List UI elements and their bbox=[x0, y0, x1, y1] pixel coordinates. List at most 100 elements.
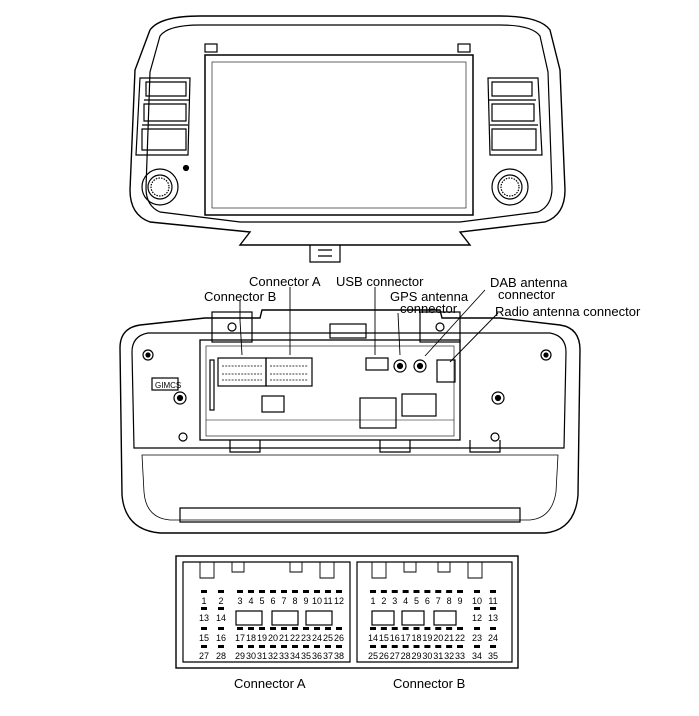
pin-marker bbox=[270, 627, 276, 630]
dab-antenna-port bbox=[413, 359, 427, 373]
pin-marker bbox=[292, 590, 298, 593]
dab-antenna-callout-line1: DAB antenna bbox=[490, 275, 568, 290]
pin-marker bbox=[201, 627, 207, 630]
pin-marker bbox=[490, 590, 496, 593]
pin-marker bbox=[490, 607, 496, 610]
pin-number: 22 bbox=[455, 633, 465, 643]
pin-marker bbox=[270, 590, 276, 593]
pin-number: 33 bbox=[455, 651, 465, 661]
pin-number: 27 bbox=[199, 651, 209, 661]
pin-marker bbox=[490, 645, 496, 648]
pin-marker bbox=[314, 645, 320, 648]
pin-number: 11 bbox=[488, 596, 497, 606]
pin-number: 23 bbox=[301, 633, 311, 643]
pin-marker bbox=[259, 645, 265, 648]
pin-number: 25 bbox=[323, 633, 333, 643]
pin-marker bbox=[270, 645, 276, 648]
pin-number: 20 bbox=[433, 633, 443, 643]
pin-number: 20 bbox=[268, 633, 278, 643]
gps-antenna-port bbox=[393, 359, 407, 373]
pin-marker bbox=[490, 627, 496, 630]
pin-marker bbox=[380, 627, 387, 630]
pin-marker bbox=[314, 627, 320, 630]
pin-marker bbox=[201, 607, 207, 610]
gps-antenna-callout-line1: GPS antenna bbox=[390, 289, 469, 304]
pin-number: 34 bbox=[472, 651, 482, 661]
pin-number: 17 bbox=[235, 633, 245, 643]
pin-number: 32 bbox=[268, 651, 278, 661]
pin-marker bbox=[237, 590, 243, 593]
pin-number: 10 bbox=[312, 596, 322, 606]
pin-marker bbox=[413, 645, 420, 648]
pin-marker bbox=[435, 590, 442, 593]
pin-marker bbox=[413, 627, 420, 630]
pin-marker bbox=[218, 590, 224, 593]
pin-marker bbox=[303, 590, 309, 593]
pin-number: 31 bbox=[433, 651, 443, 661]
pin-number: 29 bbox=[235, 651, 245, 661]
pin-marker bbox=[457, 627, 463, 630]
pin-number: 15 bbox=[199, 633, 209, 643]
pin-number: 6 bbox=[270, 596, 275, 606]
radio-antenna-port bbox=[436, 359, 456, 383]
pin-number: 7 bbox=[436, 596, 441, 606]
pin-number: 7 bbox=[281, 596, 286, 606]
pin-marker bbox=[370, 645, 376, 648]
pin-marker bbox=[259, 627, 265, 630]
unit-side-label: GIMCS bbox=[155, 381, 182, 390]
connector-b-callout: Connector B bbox=[204, 289, 277, 304]
pin-marker bbox=[237, 627, 243, 630]
pin-number: 36 bbox=[312, 651, 322, 661]
right-tuning-knob bbox=[491, 168, 529, 206]
pin-marker bbox=[424, 627, 431, 630]
pin-number: 8 bbox=[447, 596, 452, 606]
pin-marker bbox=[218, 645, 224, 648]
pin-number: 30 bbox=[422, 651, 432, 661]
gps-antenna-callout-line2: connector bbox=[400, 301, 458, 316]
pin-number: 12 bbox=[334, 596, 344, 606]
pin-marker bbox=[259, 590, 265, 593]
pin-number: 19 bbox=[422, 633, 432, 643]
pin-number: 19 bbox=[257, 633, 267, 643]
pin-marker bbox=[281, 645, 287, 648]
pin-number: 4 bbox=[403, 596, 408, 606]
pin-number: 2 bbox=[381, 596, 386, 606]
connector-b-caption: Connector B bbox=[393, 676, 466, 691]
pin-number: 2 bbox=[218, 596, 223, 606]
pin-marker bbox=[474, 607, 480, 610]
pin-number: 6 bbox=[425, 596, 430, 606]
pin-number: 38 bbox=[334, 651, 344, 661]
pin-marker bbox=[325, 627, 331, 630]
pin-number: 12 bbox=[472, 613, 482, 623]
pin-marker bbox=[474, 645, 480, 648]
dab-antenna-callout-line2: connector bbox=[498, 287, 556, 302]
display-screen bbox=[204, 54, 474, 216]
pin-number: 37 bbox=[323, 651, 333, 661]
pin-number: 16 bbox=[390, 633, 400, 643]
usb-connector-callout: USB connector bbox=[336, 274, 424, 289]
pin-marker bbox=[380, 645, 387, 648]
pin-number: 33 bbox=[279, 651, 289, 661]
pin-marker bbox=[281, 590, 287, 593]
pin-number: 3 bbox=[237, 596, 242, 606]
pin-marker bbox=[281, 627, 287, 630]
pin-number: 10 bbox=[472, 596, 482, 606]
pin-number: 26 bbox=[379, 651, 389, 661]
left-volume-knob bbox=[141, 168, 179, 206]
pin-number: 35 bbox=[488, 651, 498, 661]
pin-number: 3 bbox=[392, 596, 397, 606]
pin-marker bbox=[391, 645, 398, 648]
rear-connector-b bbox=[217, 357, 267, 387]
pin-marker bbox=[457, 590, 463, 593]
pin-number: 21 bbox=[444, 633, 454, 643]
pin-marker bbox=[248, 645, 254, 648]
pin-number: 24 bbox=[312, 633, 322, 643]
pin-marker bbox=[446, 627, 453, 630]
connector-a-callout: Connector A bbox=[249, 274, 321, 289]
pin-marker bbox=[435, 645, 442, 648]
pin-marker bbox=[314, 590, 320, 593]
pin-marker bbox=[370, 590, 376, 593]
pin-number: 9 bbox=[457, 596, 462, 606]
